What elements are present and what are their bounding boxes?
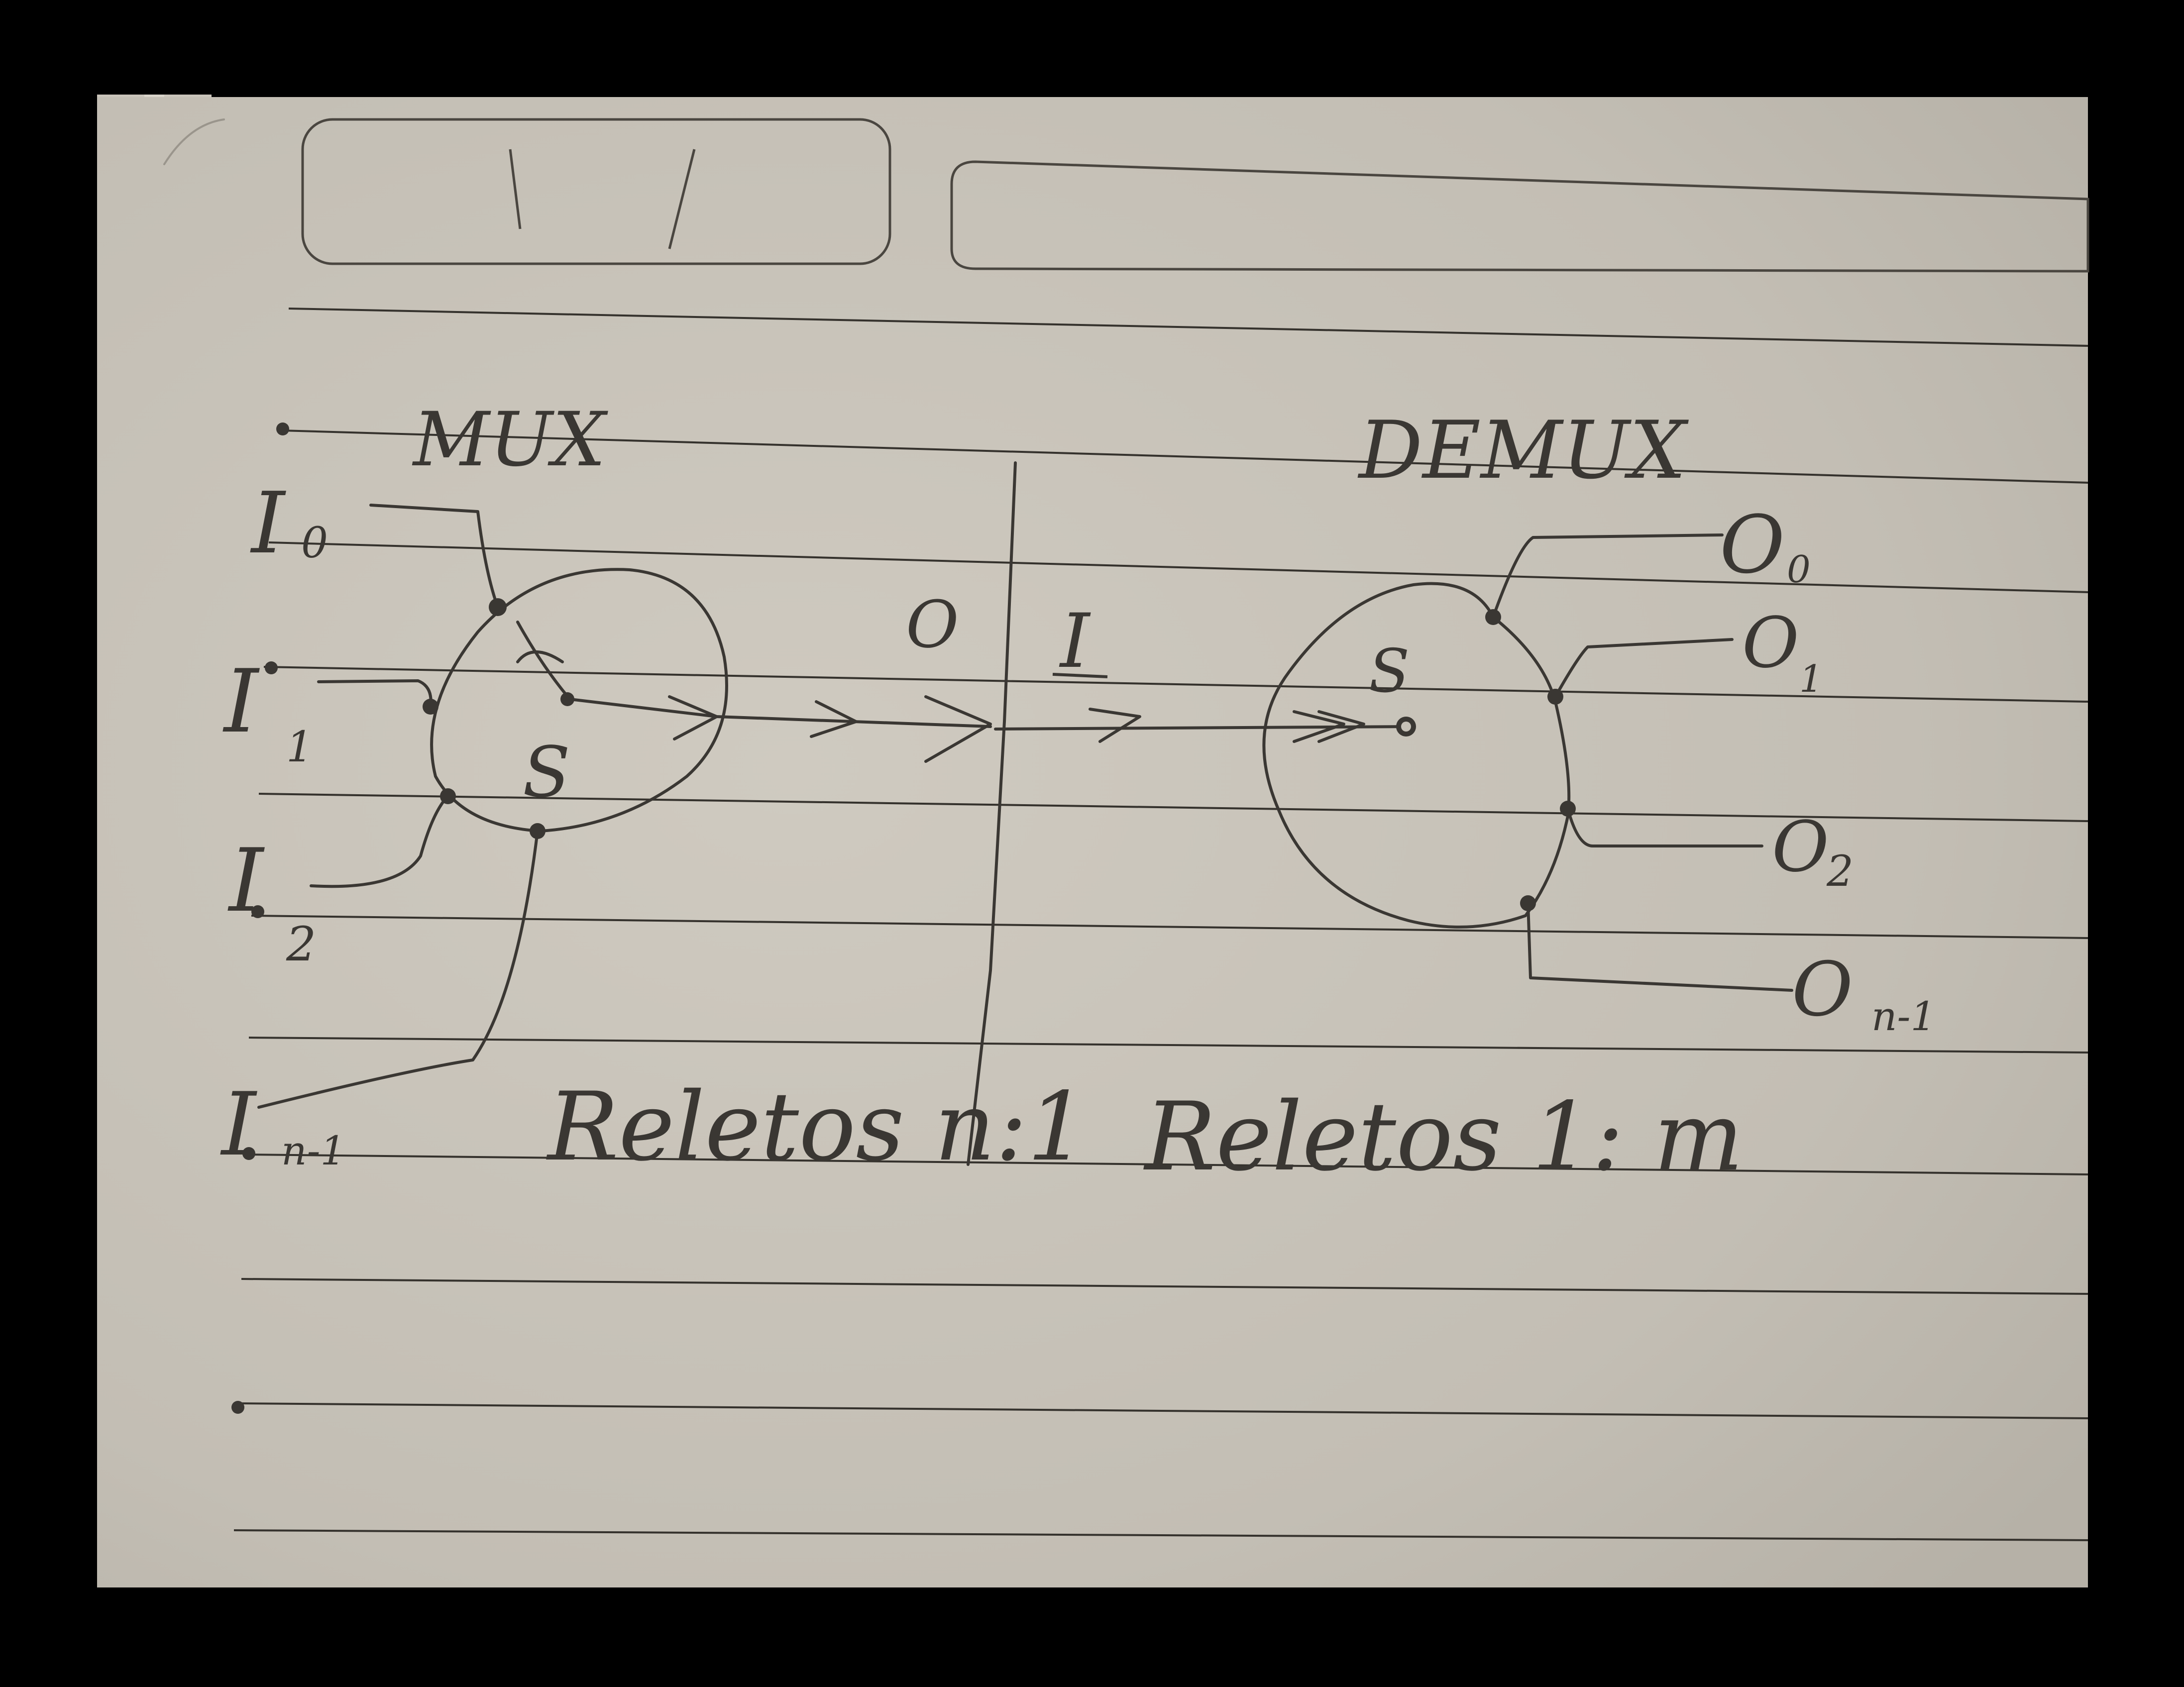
svg-text:0: 0 bbox=[301, 519, 328, 568]
mux-input-n-1: I n-1 bbox=[220, 1074, 345, 1175]
demux-input-underline bbox=[1052, 673, 1108, 678]
svg-text:1: 1 bbox=[286, 723, 313, 772]
demux-output-2: O 2 bbox=[1772, 807, 1854, 896]
demux-output-n-1: O n-1 bbox=[1792, 947, 1936, 1040]
title-box bbox=[950, 160, 2089, 273]
demux-select-label: S bbox=[1369, 637, 1410, 706]
svg-text:I: I bbox=[220, 1074, 257, 1175]
mux-switch-mark bbox=[516, 650, 564, 663]
demux-caption: Reletos 1: m bbox=[1143, 1082, 1744, 1192]
mux-input-0: I 0 bbox=[250, 474, 328, 573]
svg-text:I: I bbox=[227, 831, 265, 932]
svg-text:O: O bbox=[1720, 498, 1785, 591]
svg-text:2: 2 bbox=[286, 917, 316, 972]
mux-wire-n-1 bbox=[257, 830, 539, 1109]
svg-text:I: I bbox=[222, 651, 260, 752]
mux-wire-1 bbox=[317, 679, 433, 708]
demux-wire-n-1 bbox=[1527, 902, 1793, 992]
demux-wire-2 bbox=[1566, 807, 1763, 847]
mux-select-label: S bbox=[523, 732, 570, 813]
mux-input-1: I 1 bbox=[222, 651, 313, 772]
mux-switch-arm bbox=[516, 621, 571, 701]
mux-arrow-2 bbox=[810, 700, 858, 738]
svg-text:I: I bbox=[250, 474, 286, 573]
demux-arrow-1 bbox=[1089, 708, 1141, 743]
demux-output-1: O 1 bbox=[1742, 603, 1823, 701]
mux-arrow-3 bbox=[924, 695, 992, 763]
mux-caption: Reletos n:1 bbox=[546, 1072, 1088, 1182]
page-curl bbox=[163, 118, 225, 165]
center-divider bbox=[967, 461, 1017, 1166]
svg-text:n-1: n-1 bbox=[1871, 993, 1936, 1040]
demux-selector-circle bbox=[1262, 582, 1571, 929]
svg-text:O: O bbox=[1792, 947, 1853, 1033]
mux-input-2: I 2 bbox=[227, 831, 316, 972]
mux-arrow-1 bbox=[668, 695, 718, 740]
svg-text:0: 0 bbox=[1787, 547, 1811, 591]
demux-arrow-2 bbox=[1293, 710, 1345, 743]
mux-wire-2 bbox=[310, 795, 449, 888]
svg-text:2: 2 bbox=[1826, 847, 1854, 896]
margin-dots bbox=[231, 422, 289, 1414]
mux-pivot bbox=[560, 692, 574, 706]
date-box bbox=[301, 118, 891, 265]
svg-text:O: O bbox=[1772, 807, 1829, 888]
svg-text:O: O bbox=[1742, 603, 1799, 684]
demux-pivot-center bbox=[1401, 722, 1411, 732]
date-slash-2 bbox=[668, 149, 696, 249]
demux-arrow-3 bbox=[1317, 710, 1365, 743]
mux-title: MUX bbox=[412, 397, 608, 483]
demux-wire-1 bbox=[1554, 638, 1734, 698]
ruled-lines bbox=[233, 308, 2088, 1541]
date-slash-1 bbox=[509, 149, 522, 229]
svg-text:n-1: n-1 bbox=[281, 1128, 345, 1174]
mux-wire-0 bbox=[369, 504, 499, 609]
demux-input-label: I bbox=[1059, 598, 1091, 685]
paper-sheet bbox=[97, 97, 2088, 1587]
demux-wire-0 bbox=[1492, 533, 1724, 619]
demux-title: DEMUX bbox=[1357, 404, 1689, 497]
demux-output-0: O 0 bbox=[1720, 498, 1811, 591]
svg-text:1: 1 bbox=[1799, 657, 1823, 701]
mux-output-label: O bbox=[906, 587, 959, 662]
